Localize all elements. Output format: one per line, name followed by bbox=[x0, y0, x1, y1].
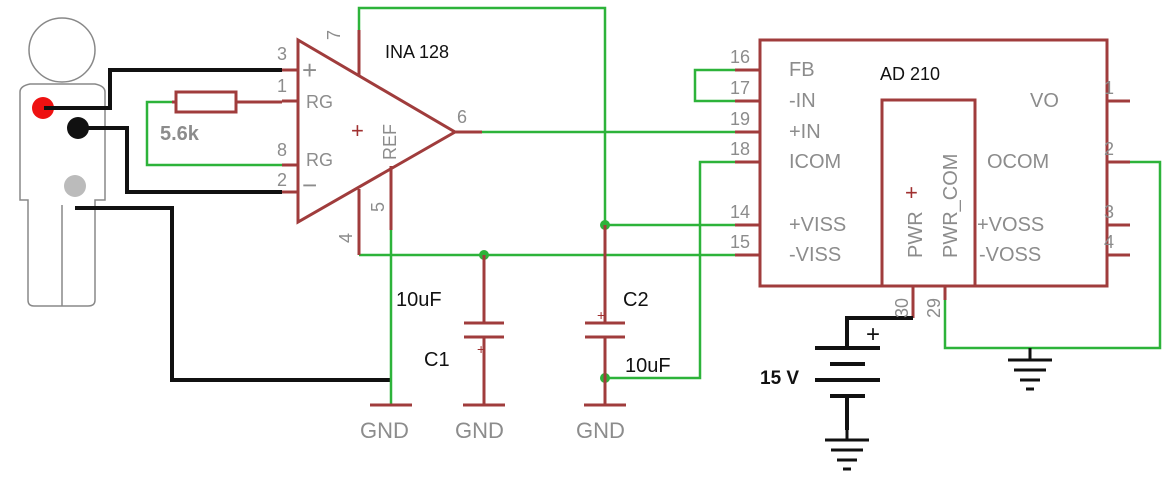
ad210-pin-num: 15 bbox=[730, 232, 750, 252]
ad210-pin-label: -VISS bbox=[789, 244, 841, 266]
electrode-gray bbox=[64, 175, 86, 197]
ad210-right-pins: 1 VO 2 OCOM 3 +VOSS 4 -VOSS bbox=[977, 78, 1114, 266]
ad210-pin-label: +VISS bbox=[789, 214, 846, 236]
gnd-label: GND bbox=[576, 418, 625, 443]
ad210-pwr-plus: + bbox=[905, 180, 918, 205]
ad210-name: AD 210 bbox=[880, 64, 940, 84]
body-figure bbox=[19, 17, 106, 307]
ina-plus-input: + bbox=[302, 55, 317, 85]
ad210-pin-label: +IN bbox=[789, 121, 821, 143]
ina-pin-1: 1 bbox=[277, 76, 287, 96]
ad210-pin-num: 4 bbox=[1104, 232, 1114, 252]
resistor-value: 5.6k bbox=[160, 123, 200, 145]
electrode-red bbox=[32, 97, 54, 119]
gnd-label: GND bbox=[455, 418, 504, 443]
ina-pin-7: 7 bbox=[324, 30, 344, 40]
c1-name: C1 bbox=[424, 349, 450, 371]
ina-rg-label-2: RG bbox=[306, 150, 333, 170]
ina-pin-3: 3 bbox=[277, 44, 287, 64]
ina-pin-8: 8 bbox=[277, 140, 287, 160]
ad210-pin-num: 1 bbox=[1104, 78, 1114, 98]
junctions bbox=[479, 220, 610, 383]
ina-rg-label-1: RG bbox=[306, 92, 333, 112]
c1-value: 10uF bbox=[396, 289, 442, 311]
ad210-pin-label: ICOM bbox=[789, 151, 841, 173]
ad210-pin-num: 14 bbox=[730, 202, 750, 222]
ad210-pwr-label: PWR bbox=[905, 211, 927, 258]
green-wires bbox=[145, 6, 1162, 405]
ad210-pin-label: FB bbox=[789, 59, 815, 81]
ground-icon bbox=[825, 348, 1052, 471]
ad210-pin-29: 29 bbox=[924, 298, 944, 318]
ad210-left-pins: 16 FB 17 -IN 19 +IN 18 ICOM 14 +VISS 15 … bbox=[730, 47, 846, 266]
ad210-pin-label: OCOM bbox=[987, 151, 1049, 173]
battery-value: 15 V bbox=[760, 368, 799, 389]
c2-value: 10uF bbox=[625, 355, 671, 377]
c2-name: C2 bbox=[623, 289, 649, 311]
ad210-pin-30: 30 bbox=[892, 298, 912, 318]
ad210-pin-label: -IN bbox=[789, 90, 816, 112]
ina128-name: INA 128 bbox=[385, 42, 449, 62]
ina-pin-5: 5 bbox=[368, 202, 388, 212]
gnd-label: GND bbox=[360, 418, 409, 443]
ad210-pin-num: 3 bbox=[1104, 202, 1114, 222]
ina-pin-2: 2 bbox=[277, 170, 287, 190]
ad210-pin-num: 16 bbox=[730, 47, 750, 67]
ina-minus-input: − bbox=[302, 170, 317, 200]
ina-pin-6: 6 bbox=[457, 107, 467, 127]
ad210-pin-num: 17 bbox=[730, 78, 750, 98]
ina-center-mark: + bbox=[351, 118, 364, 143]
ad210-pin-label: -VOSS bbox=[979, 244, 1041, 266]
electrode-leads bbox=[44, 68, 391, 382]
battery-plus: + bbox=[866, 321, 880, 348]
ad210-pwr-com-label: PWR_COM bbox=[940, 154, 962, 258]
ad210-pin-label: VO bbox=[1030, 90, 1059, 112]
c1-plus: + bbox=[477, 341, 485, 357]
parts bbox=[172, 30, 1130, 407]
ina-ref-label: REF bbox=[380, 124, 400, 160]
ina-pin-4: 4 bbox=[336, 233, 356, 243]
c2-plus: + bbox=[597, 307, 605, 323]
battery-symbol bbox=[815, 316, 913, 430]
ad210-pin-num: 2 bbox=[1104, 139, 1114, 159]
ad210-pin-num: 18 bbox=[730, 139, 750, 159]
ad210-pin-num: 19 bbox=[730, 109, 750, 129]
ad210-pin-label: +VOSS bbox=[977, 214, 1044, 236]
